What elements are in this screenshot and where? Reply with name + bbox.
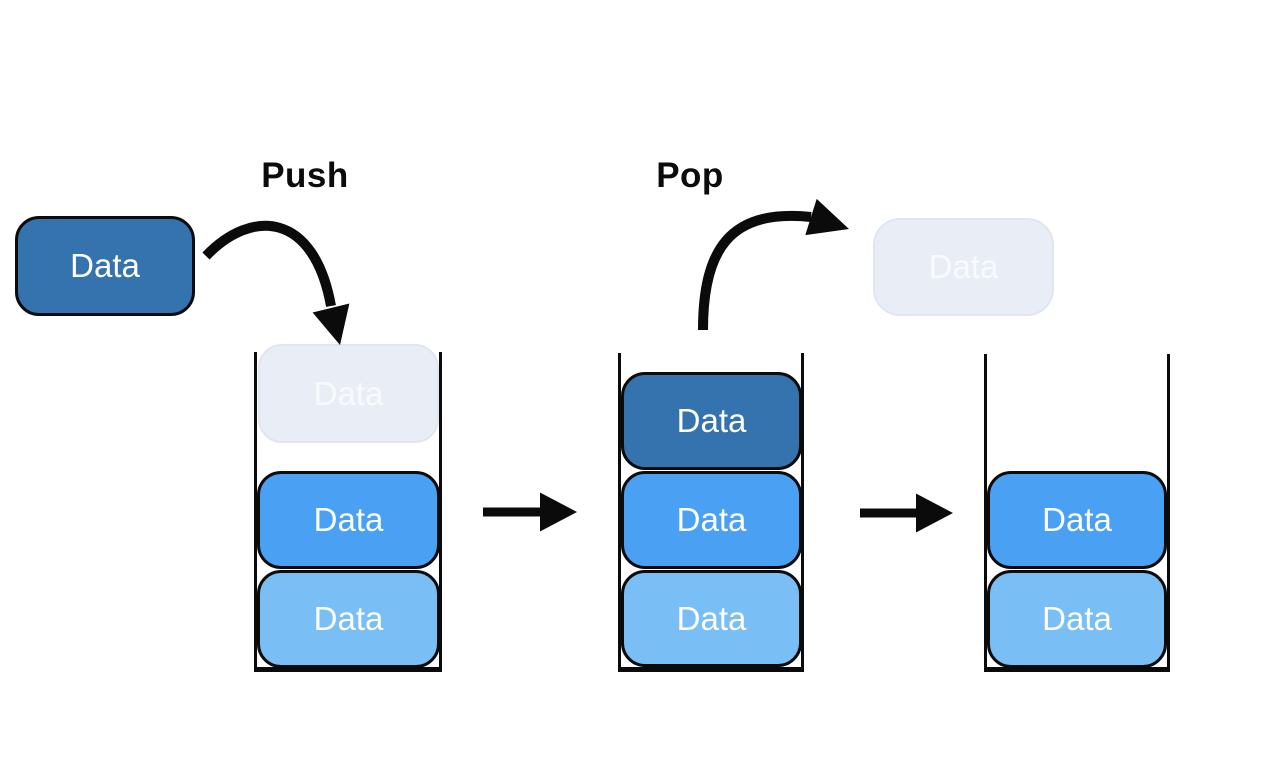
- stack1-item-top: Data: [257, 471, 440, 569]
- stack3-item-top-label: Data: [1042, 501, 1112, 538]
- stack2-item-top: Data: [621, 372, 802, 470]
- stack1-item-top-label: Data: [313, 501, 384, 538]
- stack1-item-ghost-label: Data: [313, 374, 384, 412]
- stack-container-1: [254, 352, 442, 672]
- stack2-item-middle: Data: [621, 471, 802, 569]
- transition-right-arrow-icon-1: [483, 492, 577, 532]
- stack1-item-bottom-label: Data: [313, 600, 384, 637]
- popped-data-label: Data: [928, 248, 999, 285]
- stack2-item-bottom-label: Data: [676, 599, 747, 637]
- stack-container-2: [618, 353, 804, 672]
- stack3-item-top: Data: [987, 471, 1167, 569]
- stack1-item-ghost: Data: [258, 344, 439, 443]
- incoming-data-box: Data: [15, 216, 195, 316]
- stack2-item-top-label: Data: [676, 402, 747, 439]
- stack1-item-bottom: Data: [257, 570, 440, 668]
- push-label: Push: [261, 156, 349, 195]
- stack-container-3: [984, 354, 1170, 672]
- stack3-item-bottom: Data: [987, 570, 1167, 668]
- incoming-data-label: Data: [70, 247, 140, 284]
- popped-data-box: Data: [873, 218, 1054, 316]
- pop-arrow-icon: [698, 198, 849, 331]
- pop-label: Pop: [656, 156, 724, 195]
- stack2-item-middle-label: Data: [676, 501, 747, 538]
- transition-right-arrow-icon-2: [860, 493, 953, 533]
- stack2-item-bottom: Data: [621, 570, 802, 667]
- push-arrow-icon: [202, 220, 350, 345]
- stack3-item-bottom-label: Data: [1042, 600, 1112, 637]
